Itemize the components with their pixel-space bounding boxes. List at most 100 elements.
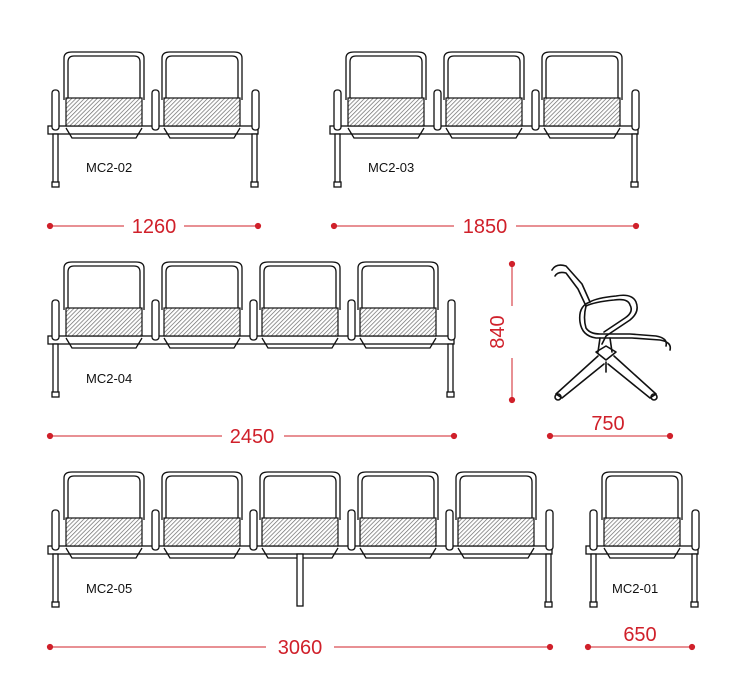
seat-cushion xyxy=(261,517,339,547)
seat-back-inner xyxy=(447,55,521,100)
seat-front xyxy=(359,337,437,349)
foot xyxy=(589,601,598,608)
foot xyxy=(446,391,455,398)
leg xyxy=(52,133,59,187)
armrest xyxy=(51,89,60,131)
seat-back-inner xyxy=(459,475,533,520)
armrest xyxy=(631,89,640,131)
armrest xyxy=(545,509,554,551)
seat-back xyxy=(259,471,341,520)
dimension-3060: 3060 xyxy=(278,637,323,659)
seat-back-inner xyxy=(605,475,679,520)
bench-mc2-05: MC2-05 xyxy=(47,471,554,608)
bench-mc2-04: MC2-04 xyxy=(47,261,456,398)
seat-back xyxy=(161,51,243,100)
armrest xyxy=(589,509,598,551)
beam xyxy=(585,545,699,555)
seat-back xyxy=(63,471,145,520)
leg xyxy=(334,133,341,187)
seat-front xyxy=(65,337,143,349)
armrest xyxy=(531,89,540,131)
seat-cushion xyxy=(347,97,425,127)
seat-back xyxy=(63,261,145,310)
foot xyxy=(544,601,553,608)
foot xyxy=(250,181,259,188)
seat-back-inner xyxy=(67,55,141,100)
armrest xyxy=(51,299,60,341)
seat-cushion xyxy=(445,97,523,127)
seat-back-inner xyxy=(165,265,239,310)
seat-cushion xyxy=(359,307,437,337)
seat-front xyxy=(603,547,681,559)
seat-cushion xyxy=(261,307,339,337)
seat-back xyxy=(161,471,243,520)
armrest xyxy=(249,299,258,341)
seat-cushion xyxy=(65,307,143,337)
leg xyxy=(590,553,597,607)
seat-back-inner xyxy=(545,55,619,100)
leg xyxy=(545,553,552,607)
leg xyxy=(296,553,304,607)
foot xyxy=(51,391,60,398)
leg xyxy=(631,133,638,187)
seat-front xyxy=(65,547,143,559)
bench-mc2-03: MC2-03 xyxy=(329,51,640,188)
seat-cushion xyxy=(65,97,143,127)
seat-back xyxy=(259,261,341,310)
armrest xyxy=(333,89,342,131)
seat-front xyxy=(163,547,241,559)
seat-front xyxy=(347,127,425,139)
foot xyxy=(51,601,60,608)
dimension-1260: 1260 xyxy=(132,216,177,238)
seat-back-inner xyxy=(263,475,337,520)
dimension-840: 840 xyxy=(487,315,509,348)
dimension-2450: 2450 xyxy=(230,426,275,448)
model-label-mc2-03: MC2-03 xyxy=(368,160,414,175)
armrest xyxy=(445,509,454,551)
armrest xyxy=(447,299,456,341)
model-label-mc2-01: MC2-01 xyxy=(612,581,658,596)
seat-back-inner xyxy=(67,475,141,520)
seat-back-inner xyxy=(67,265,141,310)
seat-cushion xyxy=(543,97,621,127)
seat-back xyxy=(63,51,145,100)
beam xyxy=(329,125,639,135)
armrest xyxy=(151,89,160,131)
seat-back-inner xyxy=(263,265,337,310)
seat-back-inner xyxy=(165,55,239,100)
seat-cushion xyxy=(65,517,143,547)
leg xyxy=(691,553,698,607)
bench-mc2-02: MC2-02 xyxy=(47,51,260,188)
seat-cushion xyxy=(163,307,241,337)
seat-front xyxy=(163,127,241,139)
seat-front xyxy=(359,547,437,559)
leg xyxy=(447,343,454,397)
armrest xyxy=(251,89,260,131)
seat-back xyxy=(455,471,537,520)
foot xyxy=(51,181,60,188)
armrest xyxy=(51,509,60,551)
armrest xyxy=(691,509,700,551)
leg xyxy=(52,553,59,607)
seat-front xyxy=(543,127,621,139)
seat-front xyxy=(261,337,339,349)
seat-front xyxy=(457,547,535,559)
armrest xyxy=(249,509,258,551)
dimension-650: 650 xyxy=(623,624,656,646)
seat-back xyxy=(345,51,427,100)
seat-cushion xyxy=(163,517,241,547)
beam xyxy=(47,545,553,555)
seat-back xyxy=(443,51,525,100)
seat-front xyxy=(163,337,241,349)
seat-back xyxy=(357,261,439,310)
seat-cushion xyxy=(457,517,535,547)
armrest xyxy=(347,299,356,341)
seat-back-inner xyxy=(361,265,435,310)
seat-back-inner xyxy=(349,55,423,100)
leg xyxy=(52,343,59,397)
seat-back xyxy=(357,471,439,520)
seat-back xyxy=(601,471,683,520)
foot xyxy=(690,601,699,608)
leg xyxy=(251,133,258,187)
